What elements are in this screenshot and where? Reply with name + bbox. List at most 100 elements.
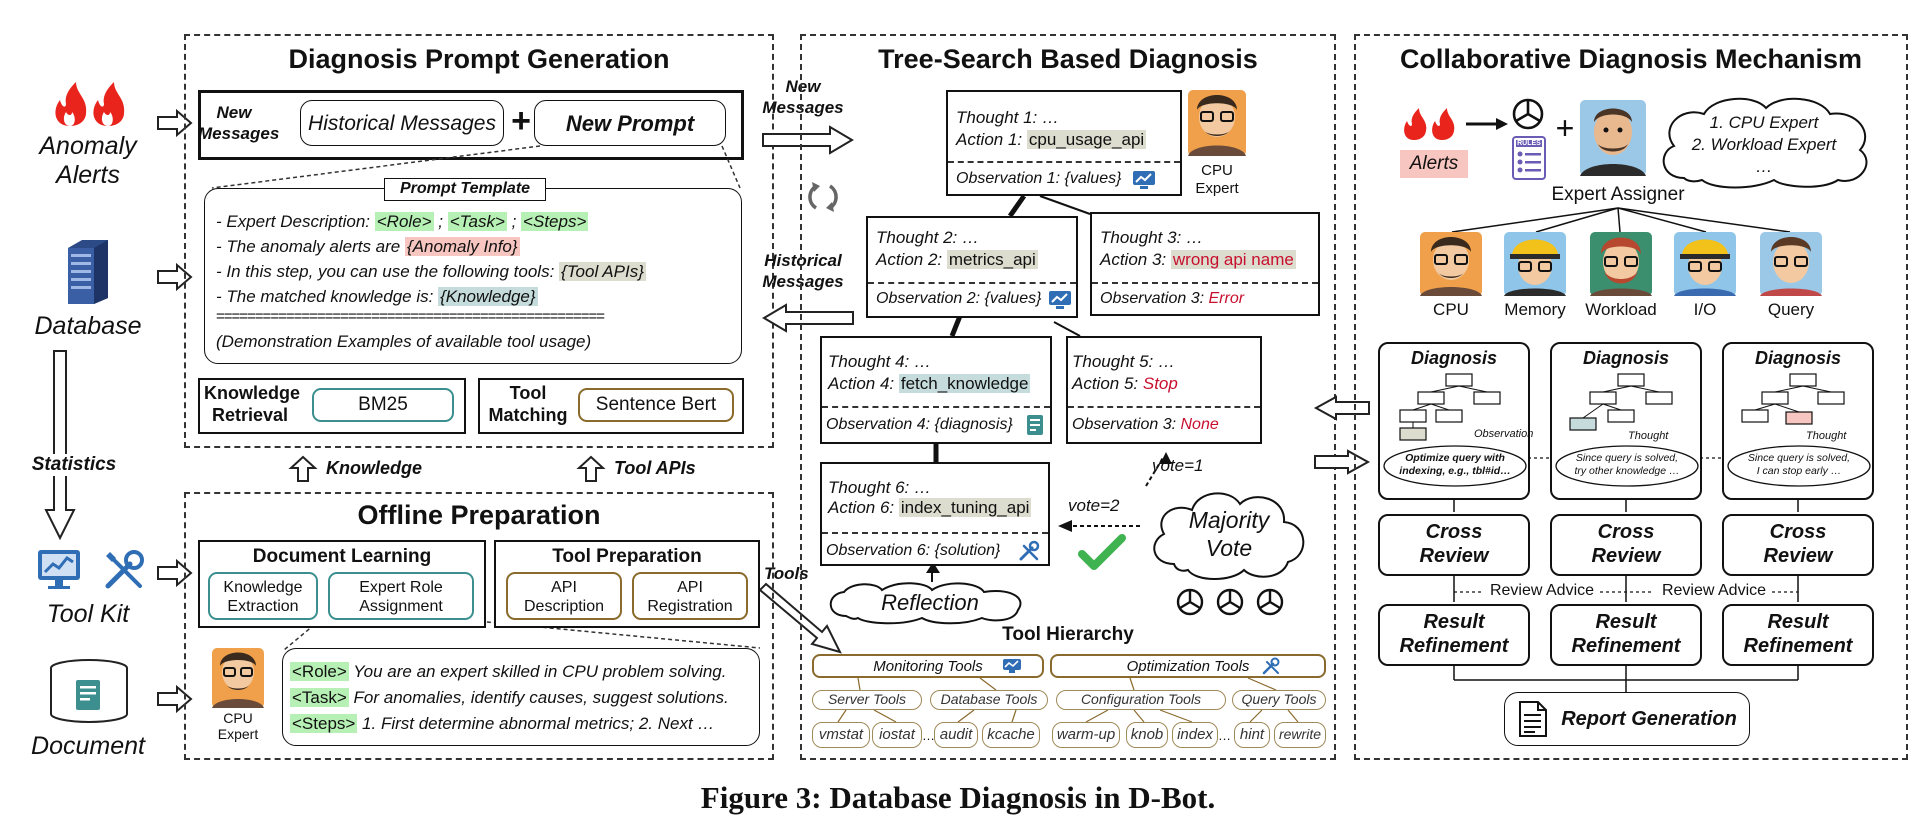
reflection-cloud [829,582,1022,625]
node-4-thought: Thought 4: … [828,352,932,371]
vote-2-label: vote=2 [1068,496,1120,515]
expert-name-workload: Workload [1585,300,1657,319]
arrow-down-icon [44,350,76,541]
diagnosis-title-2: Diagnosis [1582,348,1670,368]
arrow-up-icon [288,455,318,482]
bubble-2-text: Since query is solved,try other knowledg… [1574,452,1680,477]
new-prompt-pill [534,100,726,146]
node-1-thought: Thought 1: … [956,108,1060,127]
checkmark-icon [1078,534,1126,570]
node-3-action: Action 3: wrong api name [1100,250,1296,269]
cpu-expert-avatar [1420,232,1482,296]
node-4-action: Action 4: fetch_knowledge [828,374,1031,393]
node-2-thought: Thought 2: … [876,228,980,247]
node-6-observation: Observation 6: {solution} [826,542,1001,559]
workload-expert-avatar [1590,232,1652,296]
expert-assigner-avatar [1580,100,1646,176]
knowledge-flow-label: Knowledge [326,458,423,478]
query-tools-node: Query Tools [1232,690,1326,710]
io-expert-avatar [1674,232,1736,296]
rules-label: RULES [1517,140,1541,147]
template-line-knowledge: - The matched knowledge is: {Knowledge} [216,287,538,306]
tool-leaf-ellipsis: … [922,728,935,743]
plus-sign: + [1555,110,1575,146]
server-tools-node: Server Tools [812,690,922,710]
query-expert-avatar [1760,232,1822,296]
result-refinement-box-1 [1378,604,1530,666]
expert-role-line: <Role> You are an expert skilled in CPU … [290,662,727,681]
node-6-action: Action 6: index_tuning_api [828,498,1032,517]
thought-bubble-2 [1555,445,1699,487]
document-store-icon [50,659,128,723]
arrow-head-icon [1160,452,1172,464]
node-3-divider [1092,282,1318,284]
memory-expert-avatar [1504,232,1566,296]
node-6-thought: Thought 6: … [828,478,932,497]
review-advice-label-2: Review Advice [1656,582,1772,600]
monitoring-tools-node: Monitoring Tools [812,654,1044,678]
thought-bubble-3 [1727,445,1871,487]
node-1-observation: Observation 1: {values} [956,170,1122,187]
tool-leaf-rewrite: rewrite [1274,722,1326,748]
tool-leaf-ellipsis: … [1218,728,1231,743]
expert-name-cpu: CPU [1433,300,1469,319]
database-label: Database [34,312,142,340]
expert-name-memory: Memory [1504,300,1566,319]
wrench-screwdriver-icon [1019,540,1040,561]
report-document-icon [1519,701,1547,737]
refresh-cycle-icon [808,182,838,212]
tool-leaf-warm-up: warm-up [1052,722,1120,748]
node-1-action: Action 1: cpu_usage_api [956,130,1147,149]
arrow-up-icon [576,455,606,482]
historical-messages-pill [300,100,504,146]
tool-leaf-kcache: kcache [982,722,1040,748]
observation-tag: Observation [1474,428,1534,440]
wrench-screwdriver-icon [105,550,144,589]
tool-leaf-vmstat: vmstat [812,722,870,748]
cpu-expert-avatar [1188,90,1246,156]
majority-vote-cloud [1153,492,1305,580]
node-5-divider [1068,406,1260,408]
report-generation-label: Report Generation [1561,708,1737,730]
monitor-icon [1003,659,1021,673]
alerts-badge: Alerts [1400,150,1468,178]
bubble-3-text: Since query is solved,I can stop early … [1747,452,1851,477]
tool-leaf-knob: knob [1126,722,1168,748]
node-2-observation: Observation 2: {values} [876,290,1042,307]
monitor-chart-icon [38,550,80,589]
template-separator: ========================================… [216,308,605,325]
vote-1-label: vote=1 [1152,456,1204,475]
tool-leaf-hint: hint [1234,722,1270,748]
cross-review-box-3 [1722,514,1874,576]
prompt-generation-title: Diagnosis Prompt Generation [288,44,670,74]
review-advice-label-1: Review Advice [1484,582,1600,600]
historical-messages-text: Historical Messages [308,112,496,135]
offline-preparation-panel [184,492,774,760]
configuration-tools-node: Configuration Tools [1056,690,1226,710]
tree-node-2 [866,216,1078,318]
result-refinement-box-2 [1550,604,1702,666]
arrow-right-icon [762,125,854,155]
wrench-screwdriver-icon [1262,657,1280,675]
optimization-tools-node: Optimization Tools [1050,654,1326,678]
expert-name-query: Query [1767,300,1815,319]
arrow-right-icon [1466,118,1508,130]
sentence-bert-pill: Sentence Bert [578,388,734,422]
statistics-label: Statistics [14,454,134,476]
